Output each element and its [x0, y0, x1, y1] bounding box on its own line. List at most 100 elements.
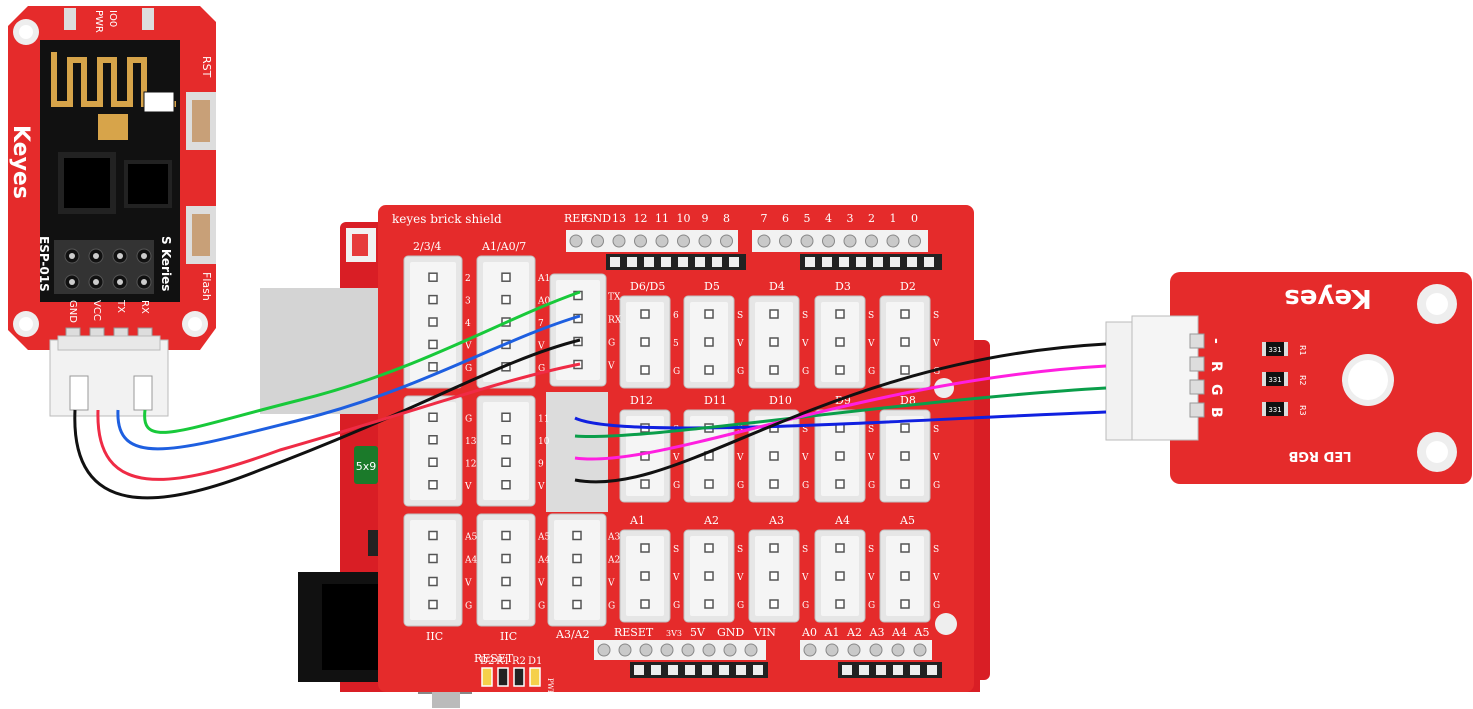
pin-label: G — [933, 481, 940, 491]
connector-pin — [900, 451, 910, 461]
connector-pin — [900, 543, 910, 553]
pin-label: S — [737, 545, 743, 555]
connector-pin — [428, 553, 438, 564]
pin-label: G — [673, 601, 680, 611]
connector-pin — [501, 272, 511, 282]
wire-rx — [116, 314, 581, 451]
pin-label: V — [867, 339, 875, 349]
header-label: 1 — [890, 212, 897, 225]
connector-pin — [769, 599, 779, 609]
connector-pin — [835, 543, 845, 553]
header-pin — [93, 253, 99, 259]
connector-pin — [501, 412, 511, 422]
female-header — [800, 254, 942, 270]
resistor-code: 331 — [1268, 406, 1281, 414]
header-label: 4 — [825, 212, 832, 225]
svg-text:ESP-01S: ESP-01S — [37, 236, 51, 292]
pin-label: V — [932, 573, 940, 583]
header-pin — [69, 279, 75, 285]
header-label: REF — [564, 212, 588, 225]
pin-label: G — [933, 367, 940, 377]
header-label: 12 — [634, 212, 648, 225]
pin-label: V — [801, 339, 809, 349]
led-label: D1 — [528, 656, 542, 667]
pin-label: 3 — [465, 297, 471, 307]
pin-label: A4 — [464, 556, 477, 566]
pin-label: A0 — [537, 297, 550, 307]
pin-label: V — [464, 579, 472, 589]
rgb-pin-label: - — [1208, 338, 1224, 344]
pin-label: V — [867, 453, 875, 463]
resistor-code: 331 — [1268, 376, 1281, 384]
pin-label: G — [608, 339, 615, 349]
header-pin — [117, 279, 123, 285]
svg-text:PWR: PWR — [93, 10, 104, 33]
wifi-pin-label: TX — [115, 299, 126, 313]
connector-pin — [704, 337, 714, 347]
pin-label: 4 — [465, 319, 471, 329]
row-label: D10 — [769, 394, 792, 407]
row-label: D11 — [704, 394, 727, 407]
connector-pin — [640, 365, 650, 375]
pin-label: S — [933, 425, 939, 435]
wire-tx — [143, 290, 581, 434]
led — [497, 667, 509, 687]
resistor — [1262, 372, 1288, 386]
wire-minus — [574, 342, 1107, 484]
pin-label: G — [802, 481, 809, 491]
connector-pin — [900, 337, 910, 347]
led-label: D2 — [480, 656, 494, 667]
connector-pin — [835, 365, 845, 375]
row-label: D5 — [704, 280, 720, 293]
connector-pin — [1189, 402, 1205, 418]
connector-pin — [640, 599, 650, 609]
pin-label: A4 — [537, 556, 550, 566]
row-label: A1 — [629, 514, 645, 527]
connector-pin — [1189, 379, 1205, 395]
connector-pin — [835, 571, 845, 581]
header-label: 6 — [782, 212, 789, 225]
pin-label: V — [736, 453, 744, 463]
row-label: D2 — [900, 280, 916, 293]
wifi-brand: Keyes — [8, 125, 33, 199]
bottom-label: A3/A2 — [555, 628, 590, 641]
resistor — [1262, 402, 1288, 416]
pin-label: S — [933, 545, 939, 555]
pin-label: V — [607, 362, 615, 372]
pin-label: V — [736, 339, 744, 349]
header-label: 10 — [677, 212, 691, 225]
pin-label: G — [737, 601, 744, 611]
pin-label: G — [868, 601, 875, 611]
connector-pin — [572, 576, 582, 587]
female-header — [630, 662, 768, 678]
pin-label: G — [608, 602, 615, 612]
connector-pin — [835, 309, 845, 319]
header-pin — [141, 279, 147, 285]
row-label: A2 — [703, 514, 719, 527]
header-pin — [69, 253, 75, 259]
pin-label: TX — [608, 293, 621, 303]
pin-label: V — [736, 573, 744, 583]
header-pin — [757, 234, 771, 248]
esp01s-module: PWR IO0 RST Flash Keyes ESP-01S S Keries… — [8, 6, 216, 417]
row-label: D3 — [835, 280, 851, 293]
row-label: A4 — [834, 514, 850, 527]
header-pin — [800, 234, 814, 248]
row-label: A5 — [899, 514, 915, 527]
connector-pin — [835, 451, 845, 461]
connector-pin — [769, 337, 779, 347]
connector-pin — [640, 571, 650, 581]
pin-label: S — [673, 545, 679, 555]
svg-text:IO0: IO0 — [107, 10, 118, 27]
connector-pin — [428, 412, 438, 422]
resistor-label: R2 — [1298, 375, 1307, 386]
led — [481, 667, 493, 687]
resistor-label: R3 — [1298, 405, 1307, 416]
pin-label: V — [932, 453, 940, 463]
pin-label: V — [607, 579, 615, 589]
power-label: 5V — [690, 626, 706, 639]
pwr-label: PWR — [546, 678, 554, 696]
pin-label: S — [868, 425, 874, 435]
connector-pin — [428, 480, 438, 490]
